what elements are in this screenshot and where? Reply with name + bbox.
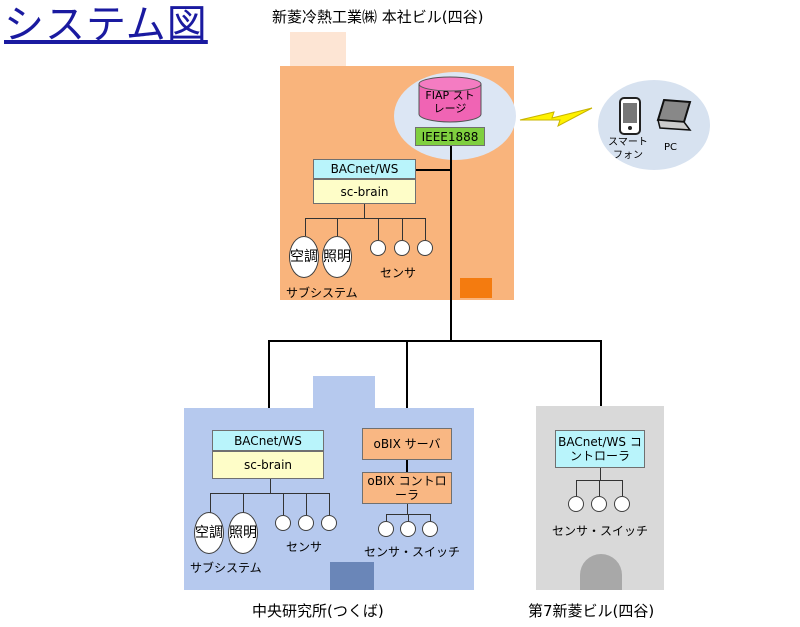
bldg7-door xyxy=(580,554,622,590)
lab-building-name: 中央研究所(つくば) xyxy=(252,602,384,620)
smartphone-label: スマート フォン xyxy=(608,137,648,161)
hq-sensor-3 xyxy=(417,240,433,256)
devices-group xyxy=(598,80,710,170)
lab-sensor-3 xyxy=(321,515,337,531)
lab-sensors-label: センサ xyxy=(286,540,323,554)
obix-controller: oBIX コントローラ xyxy=(362,472,452,504)
hq-door xyxy=(460,278,492,298)
smartphone-icon xyxy=(619,97,641,135)
lab-subsystem-label: サブシステム xyxy=(190,561,262,575)
fiap-storage-label: FIAP ストレージ xyxy=(425,89,475,115)
hq-lighting-unit: 照明 xyxy=(322,236,352,278)
bldg7-sensor-switch-label: センサ・スイッチ xyxy=(552,524,649,538)
lab-roof xyxy=(313,376,375,408)
lab-bacnet-ws: BACnet/WS xyxy=(212,430,324,451)
network-bus xyxy=(268,340,602,342)
hq-sensor-2 xyxy=(394,240,410,256)
hq-aircon-unit: 空調 xyxy=(289,236,319,278)
lab-lighting-unit: 照明 xyxy=(228,512,258,554)
bldg7-bacnet-controller: BACnet/WS コントローラ xyxy=(555,430,645,468)
obix-server: oBIX サーバ xyxy=(362,428,452,460)
bldg7-sensor-1 xyxy=(568,496,584,512)
ieee1888-gateway: IEEE1888 xyxy=(415,127,485,146)
fiap-storage-icon xyxy=(418,76,482,123)
hq-sensor-1 xyxy=(370,240,386,256)
pc-label: PC xyxy=(664,142,678,153)
lab-obix-sensor-2 xyxy=(400,521,416,537)
lab-sensor-switch-label: センサ・スイッチ xyxy=(364,545,461,559)
lab-obix-sensor-1 xyxy=(378,521,394,537)
page-title: システム図 xyxy=(4,2,208,48)
hq-bacnet-ws: BACnet/WS xyxy=(313,159,416,179)
laptop-icon xyxy=(656,98,692,131)
lab-obix-sensor-3 xyxy=(422,521,438,537)
lab-sensor-2 xyxy=(298,515,314,531)
lab-door xyxy=(330,562,374,590)
hq-sc-brain: sc-brain xyxy=(313,179,416,204)
wireless-link-icon xyxy=(519,107,593,128)
hq-subsystem-label: サブシステム xyxy=(286,286,358,300)
hq-building-name: 新菱冷熱工業㈱ 本社ビル(四谷) xyxy=(272,8,484,26)
lab-aircon-unit: 空調 xyxy=(194,512,224,554)
hq-roof xyxy=(290,32,346,66)
bldg7-sensor-3 xyxy=(614,496,630,512)
bldg7-building-name: 第7新菱ビル(四谷) xyxy=(528,602,655,620)
bldg7-sensor-2 xyxy=(591,496,607,512)
hq-sensors-label: センサ xyxy=(380,266,417,280)
lab-sensor-1 xyxy=(275,515,291,531)
lab-sc-brain: sc-brain xyxy=(212,451,324,479)
